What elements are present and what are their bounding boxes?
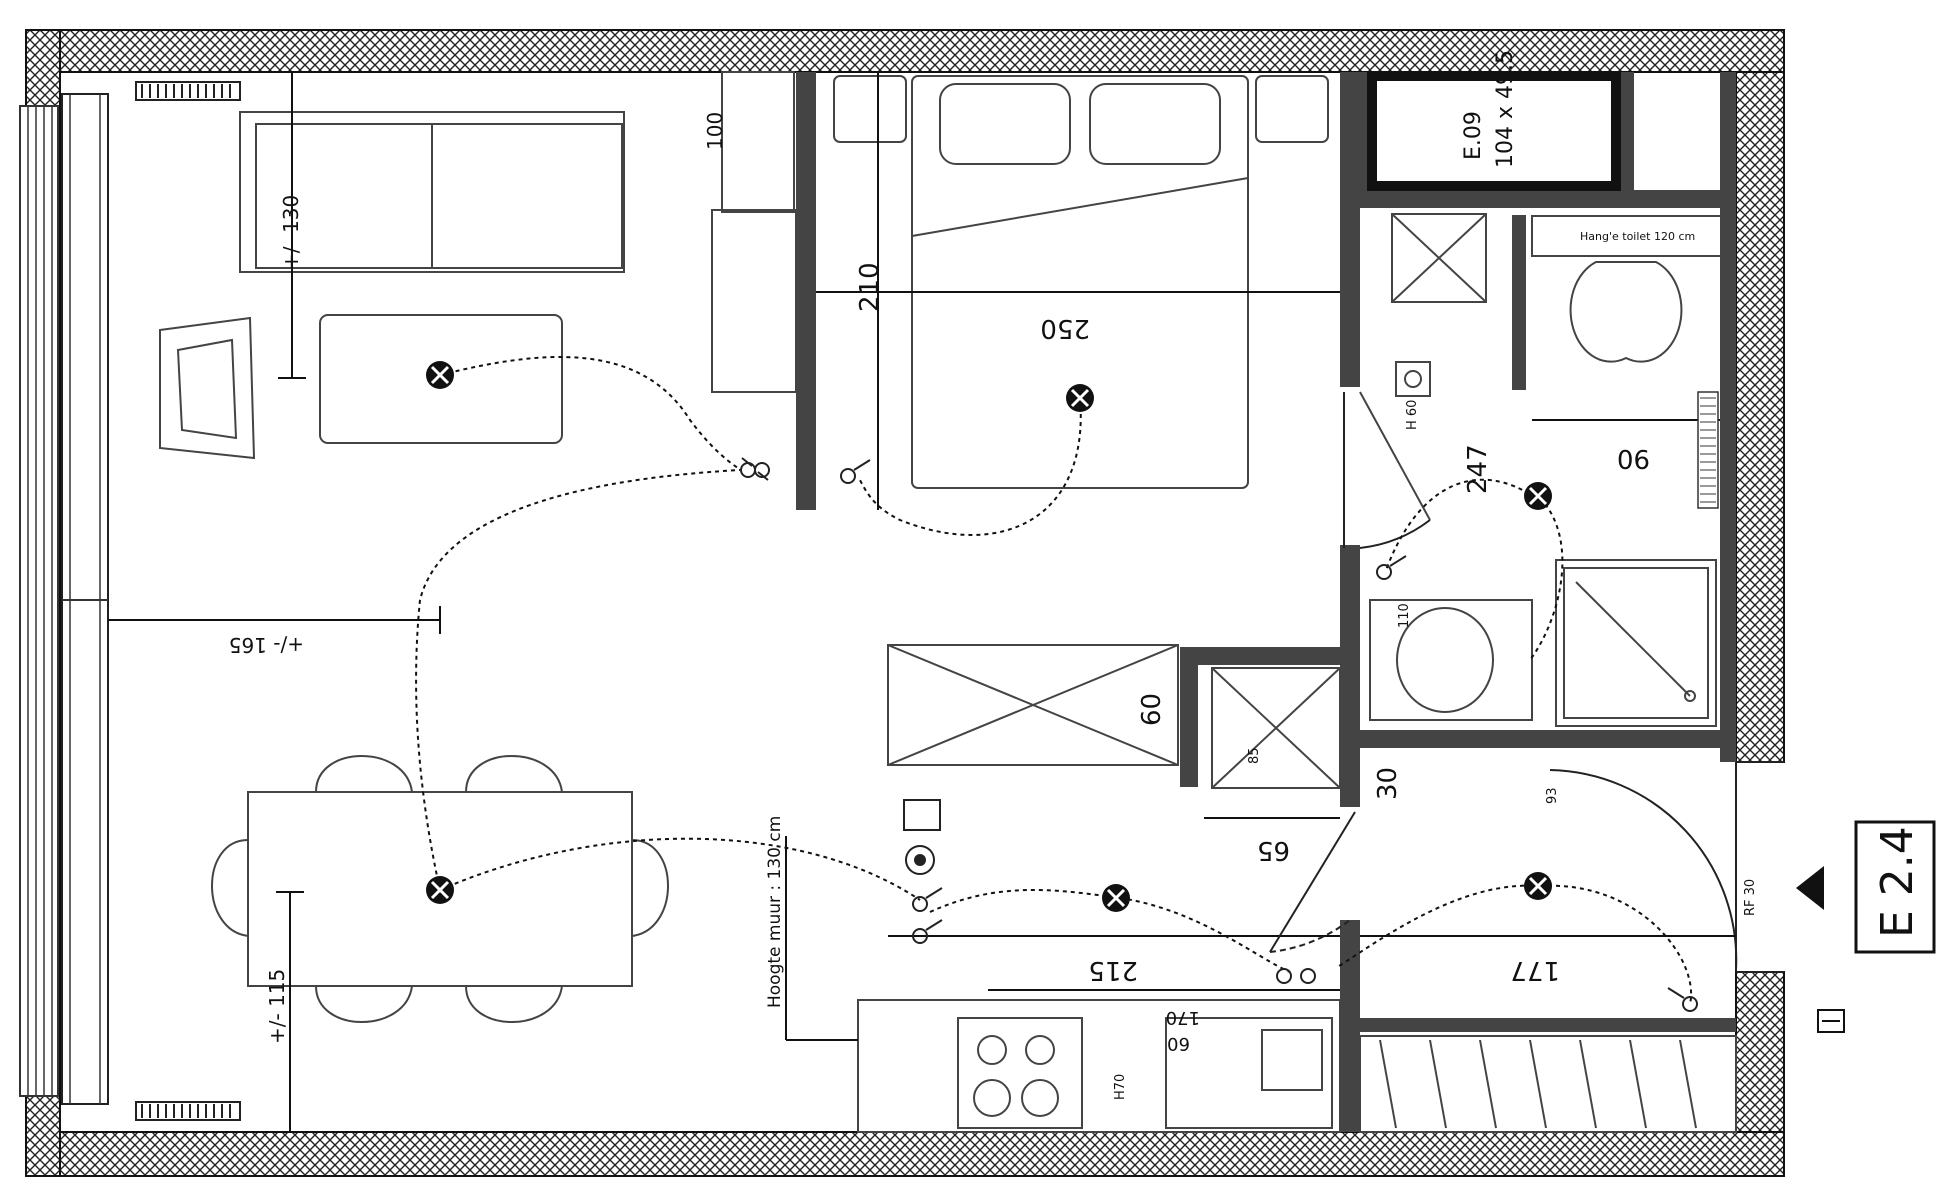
bath-width-label: 247 <box>1463 444 1493 494</box>
entry-dimensions: 177 <box>1360 935 1736 985</box>
kitchen-counter: 170 H70 60 <box>857 989 1341 1133</box>
kitchen-dimensions: 215 65 30 <box>888 767 1403 985</box>
shelf-depth-label: 100 <box>703 112 727 150</box>
washbasin-label: 110 <box>1397 603 1412 628</box>
ceiling-light-icon <box>1524 872 1552 900</box>
bed-width-label: 250 <box>1040 313 1090 343</box>
wall-height-marker: Hoogte muur : 130 cm <box>765 816 858 1041</box>
interior-walls <box>796 72 1736 1132</box>
kitchen-cupboard: 60 <box>887 644 1179 766</box>
unit-tag: E 2.4 <box>1796 820 1936 1033</box>
cupboard-depth-label: 60 <box>1137 693 1167 726</box>
bed <box>833 75 1329 489</box>
sink-depth-label: 60 <box>1167 1033 1190 1054</box>
window-frame <box>19 93 109 1105</box>
kitchen-outlets <box>903 799 941 875</box>
fridge-unit: 85 <box>1211 667 1341 789</box>
living-span-dimension: +/- 165 <box>108 606 441 657</box>
tall-unit-label: 65 <box>1257 835 1290 865</box>
storage-size: 104 x 49.5 <box>1493 50 1518 168</box>
dining-offset-label: +/- 115 <box>265 969 289 1044</box>
coffee-table <box>319 314 563 444</box>
hob-size-label: H70 <box>1113 1074 1128 1100</box>
radiator-bottom <box>135 1101 241 1121</box>
bath-wc-label: 90 <box>1617 443 1650 473</box>
switch-icon <box>1667 987 1698 1012</box>
switch-icon <box>912 887 943 912</box>
wall-outlet-label: H 60 <box>1405 400 1420 430</box>
switch-icon <box>912 919 943 944</box>
ceiling-light-icon <box>1066 384 1094 412</box>
switch-icon <box>1376 555 1407 580</box>
ceiling-light-icon <box>1524 482 1552 510</box>
storage-cupboard: E.09 104 x 49.5 <box>1367 50 1621 191</box>
fire-rating-label: RF 30 <box>1743 879 1758 916</box>
fridge-height-label: 85 <box>1247 747 1262 764</box>
ceiling-light-icon <box>1102 884 1130 912</box>
fan-icon <box>905 845 935 875</box>
hall-width-label: 215 <box>1088 955 1138 985</box>
ceiling-lights <box>426 361 1552 912</box>
armchair <box>159 316 256 460</box>
electrical-wiring <box>415 356 1693 1005</box>
switches <box>740 457 1698 1012</box>
switch-icon <box>840 459 871 484</box>
window-to-light-label: +/- 165 <box>229 633 304 657</box>
ceiling-light-icon <box>426 361 454 389</box>
sofa: +/- 130 <box>239 72 625 379</box>
wardrobe <box>1359 1035 1737 1133</box>
dining-table: +/- 115 <box>211 755 669 1132</box>
unit-label: E 2.4 <box>1872 826 1923 938</box>
ceiling-light-icon <box>426 876 454 904</box>
radiator-top <box>135 81 241 101</box>
tv-unit: 100 <box>703 71 797 393</box>
bed-length-label: 210 <box>855 262 885 312</box>
storage-label: E.09 <box>1461 111 1486 160</box>
bathroom: H 60 Hang'e toilet 120 cm 90 247 110 <box>1359 213 1723 727</box>
wall-height-note: Hoogte muur : 130 cm <box>765 816 785 1008</box>
hanging-toilet-note: Hang'e toilet 120 cm <box>1580 230 1695 243</box>
direction-arrow-icon <box>1796 866 1824 910</box>
door-width-label: 93 <box>1545 787 1560 804</box>
kitchen-door <box>1269 811 1356 953</box>
kitchen-side-label: 30 <box>1373 767 1403 800</box>
switch-icon <box>1276 968 1316 984</box>
entry-door: RF 30 93 <box>1545 761 1784 973</box>
sofa-span-label: +/- 130 <box>279 195 303 270</box>
switch-icon <box>740 457 770 481</box>
counter-length-label: 170 <box>1166 1007 1200 1028</box>
entry-width-label: 177 <box>1510 955 1560 985</box>
bed-dimensions: 250 210 <box>816 72 1340 510</box>
